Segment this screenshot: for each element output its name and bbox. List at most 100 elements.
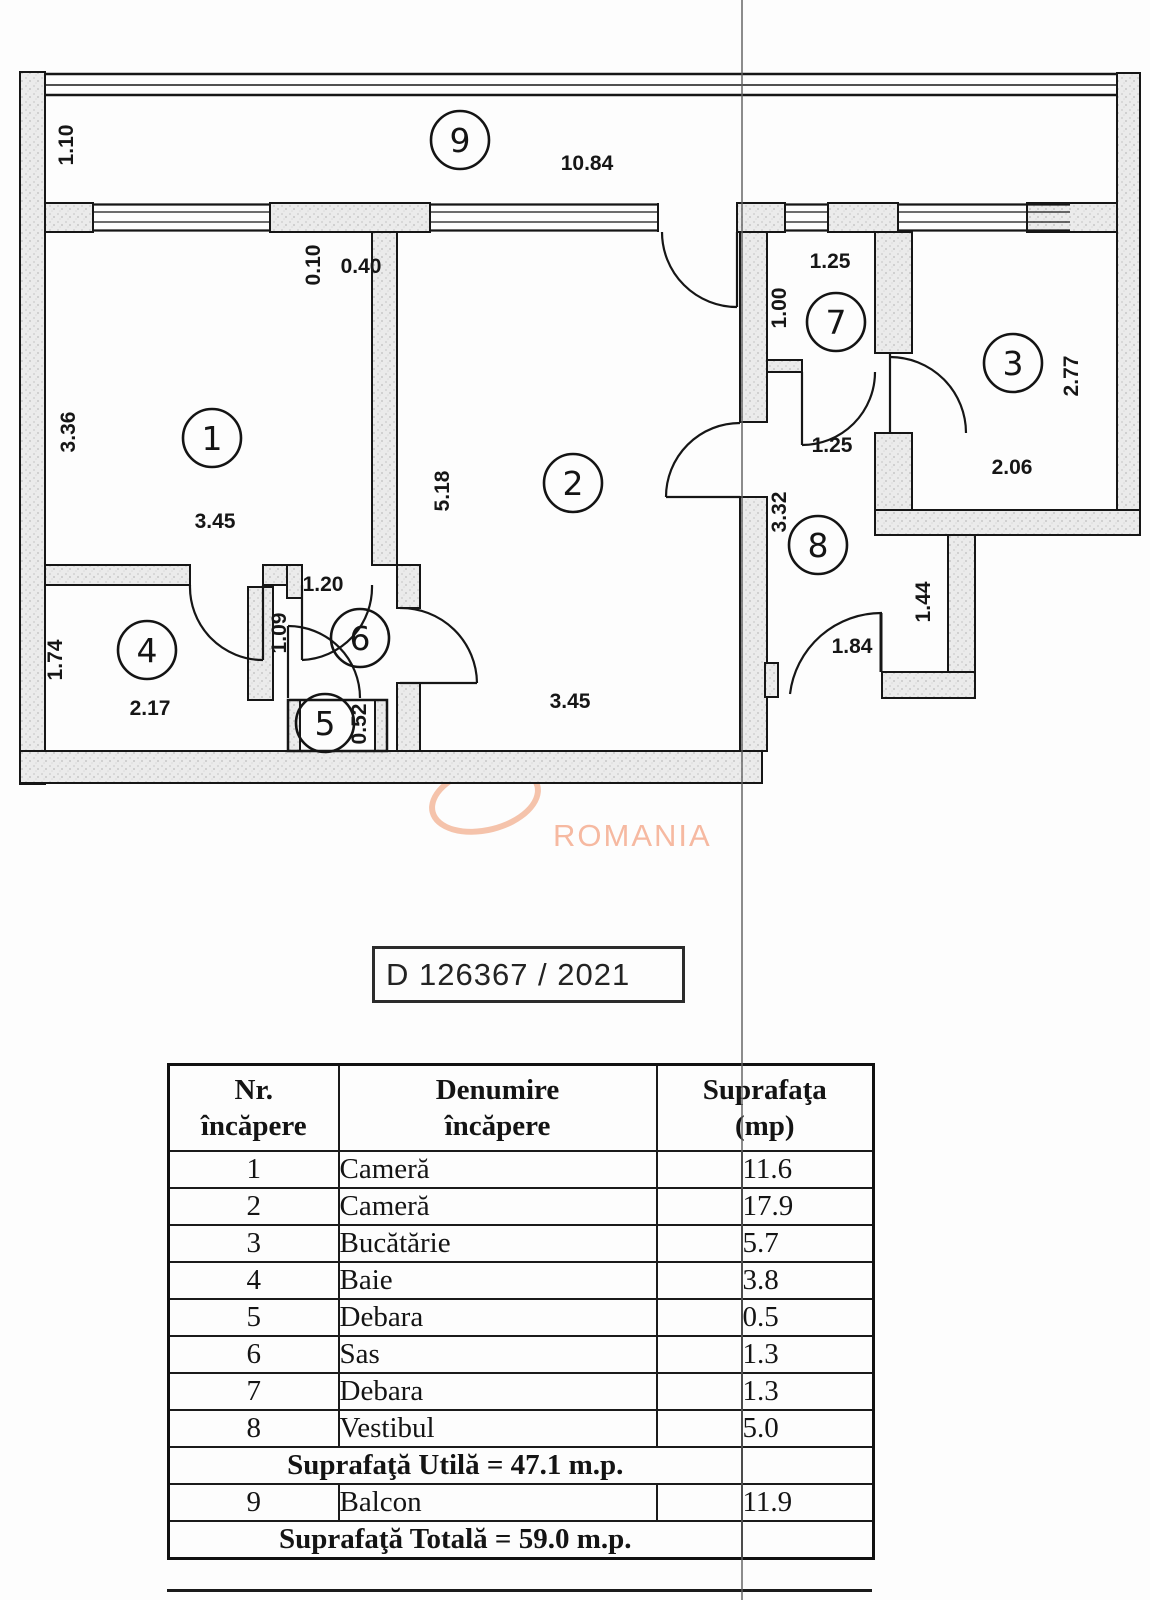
balcony-railing <box>45 72 1117 97</box>
room-number-circle <box>329 607 391 669</box>
table-cell <box>655 1298 743 1337</box>
table-cell: 1.3 <box>740 1372 875 1411</box>
dimension-label: 0.52 <box>348 704 371 745</box>
dimension-label: 0.10 <box>302 245 325 286</box>
dimension-label: 3.36 <box>57 412 80 453</box>
room-number: 7 <box>826 303 847 342</box>
table-summary-row: Suprafaţă Totală = 59.0 m.p. <box>167 1520 875 1560</box>
document-stamp: D 126367 / 2021 <box>372 946 685 1003</box>
room-number-circle <box>542 452 604 514</box>
table-cell: 17.9 <box>740 1187 875 1226</box>
table-cell <box>655 1335 743 1374</box>
table-cell: 6 <box>167 1335 340 1374</box>
table-cell: 5.0 <box>740 1409 875 1448</box>
table-cell: 3 <box>167 1224 340 1263</box>
table-cell: 7 <box>167 1372 340 1411</box>
dimension-label: 1.25 <box>810 250 851 273</box>
table-cell <box>655 1224 743 1263</box>
table-cell <box>655 1261 743 1300</box>
dimension-label: 2.06 <box>992 456 1033 479</box>
table-cell: Cameră <box>337 1150 658 1189</box>
dimension-label: 2.77 <box>1060 356 1083 397</box>
dimension-label: 1.20 <box>303 573 344 596</box>
dimension-label: 2.17 <box>130 697 171 720</box>
table-summary-row: Suprafaţă Utilă = 47.1 m.p. <box>167 1446 875 1485</box>
table-stray-line <box>167 1589 872 1592</box>
dimension-label: 1.00 <box>768 288 791 329</box>
dimension-label: 3.45 <box>195 510 236 533</box>
dimension-label: 1.74 <box>44 639 67 680</box>
door-arcs <box>188 231 968 699</box>
table-cell: 8 <box>167 1409 340 1448</box>
dimension-label: 1.09 <box>268 613 291 654</box>
dimension-label: 1.44 <box>912 581 935 622</box>
room-number-circle <box>294 692 356 754</box>
table-cell: 11.6 <box>740 1150 875 1189</box>
header-suprafata: Suprafaţa(mp) <box>655 1063 875 1152</box>
table-cell: 2 <box>167 1187 340 1226</box>
table-cell: Debara <box>337 1298 658 1337</box>
table-cell: Vestibul <box>337 1409 658 1448</box>
header-nr: Nr.încăpere <box>167 1063 340 1152</box>
room-number-circle <box>982 332 1044 394</box>
walls <box>19 71 1141 785</box>
scan-fold-line <box>741 0 743 1600</box>
room-number: 2 <box>563 464 584 503</box>
room-number: 1 <box>202 419 223 458</box>
table-cell: 0.5 <box>740 1298 875 1337</box>
room-number: 8 <box>808 526 829 565</box>
table-cell: 5 <box>167 1298 340 1337</box>
room-number: 6 <box>350 619 371 658</box>
table-cell: Sas <box>337 1335 658 1374</box>
room-number-circle <box>116 619 178 681</box>
dimension-label: 3.32 <box>768 492 791 533</box>
watermark-text: ROMANIA <box>553 818 712 853</box>
table-cell: 11.9 <box>740 1483 875 1522</box>
dimension-label: 0.40 <box>341 255 382 278</box>
table-cell: 9 <box>167 1483 340 1522</box>
dimension-label: 5.18 <box>431 470 454 511</box>
dimension-label: 10.84 <box>561 152 614 175</box>
floor-plan: 1234567891.1010.840.100.403.363.455.183.… <box>19 71 1141 785</box>
dimension-label: 3.45 <box>550 690 591 713</box>
table-cell <box>655 1409 743 1448</box>
table-cell: 4 <box>167 1261 340 1300</box>
table-cell: Debara <box>337 1372 658 1411</box>
dimension-label: 1.25 <box>812 434 853 457</box>
table-cell: 3.8 <box>740 1261 875 1300</box>
table-cell <box>655 1372 743 1411</box>
table-cell: Bucătărie <box>337 1224 658 1263</box>
room-number-circle <box>181 407 243 469</box>
table-cell <box>740 1520 875 1560</box>
table-cell: Cameră <box>337 1187 658 1226</box>
dimension-label: 1.10 <box>55 125 78 166</box>
table-cell: Baie <box>337 1261 658 1300</box>
dimension-label: 1.84 <box>832 635 873 658</box>
table-cell: Suprafaţă Totală = 59.0 m.p. <box>167 1520 743 1560</box>
table-cell: Suprafaţă Utilă = 47.1 m.p. <box>167 1446 743 1485</box>
table-cell: 5.7 <box>740 1224 875 1263</box>
room5-outline <box>286 698 389 753</box>
room-number-circle <box>787 514 849 576</box>
table-cell: 1 <box>167 1150 340 1189</box>
room-number: 4 <box>137 631 158 670</box>
table-cell: 1.3 <box>740 1335 875 1374</box>
table-cell <box>655 1187 743 1226</box>
room-number: 5 <box>315 704 336 743</box>
room-number-circle <box>429 109 491 171</box>
table-cell <box>655 1483 743 1522</box>
table-cell: Balcon <box>337 1483 658 1522</box>
